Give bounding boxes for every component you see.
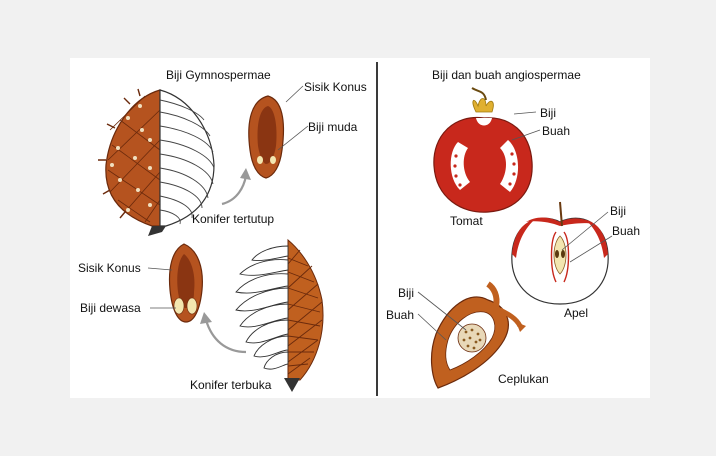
closed-cone-scale-label: Sisik Konus — [304, 80, 367, 94]
panel-divider — [376, 62, 378, 396]
tomato-caption: Tomat — [450, 214, 483, 228]
apple-caption: Apel — [564, 306, 589, 320]
open-cone-arrow — [204, 319, 247, 354]
closed-cone-arrow — [221, 175, 248, 206]
apple-seed-label: Biji — [610, 204, 627, 218]
apple-illustration — [511, 201, 609, 305]
tomato-fruit-label: Buah — [542, 124, 571, 138]
mature-seed-label: Biji dewasa — [80, 301, 141, 315]
closed-cone-illustration — [98, 88, 215, 236]
young-seed-label: Biji muda — [308, 120, 358, 134]
gymnosperm-title: Biji Gymnospermae — [166, 68, 271, 82]
open-cone-scale-label: Sisik Konus — [78, 261, 141, 275]
tomato-seed-label: Biji — [540, 106, 557, 120]
young-seed-scale-illustration — [248, 95, 285, 179]
ceplukan-caption: Ceplukan — [498, 372, 549, 386]
apple-fruit-label: Buah — [612, 224, 641, 238]
ceplukan-seed-label: Biji — [398, 286, 415, 300]
open-cone-illustration — [235, 238, 324, 392]
closed-cone-caption: Konifer tertutup — [192, 212, 275, 226]
tomato-illustration — [433, 87, 533, 213]
open-cone-caption: Konifer terbuka — [190, 378, 272, 392]
angiosperm-title: Biji dan buah angiospermae — [432, 68, 581, 82]
ceplukan-fruit-label: Buah — [386, 308, 415, 322]
mature-seed-scale-illustration — [168, 243, 203, 323]
ceplukan-illustration — [430, 281, 526, 389]
